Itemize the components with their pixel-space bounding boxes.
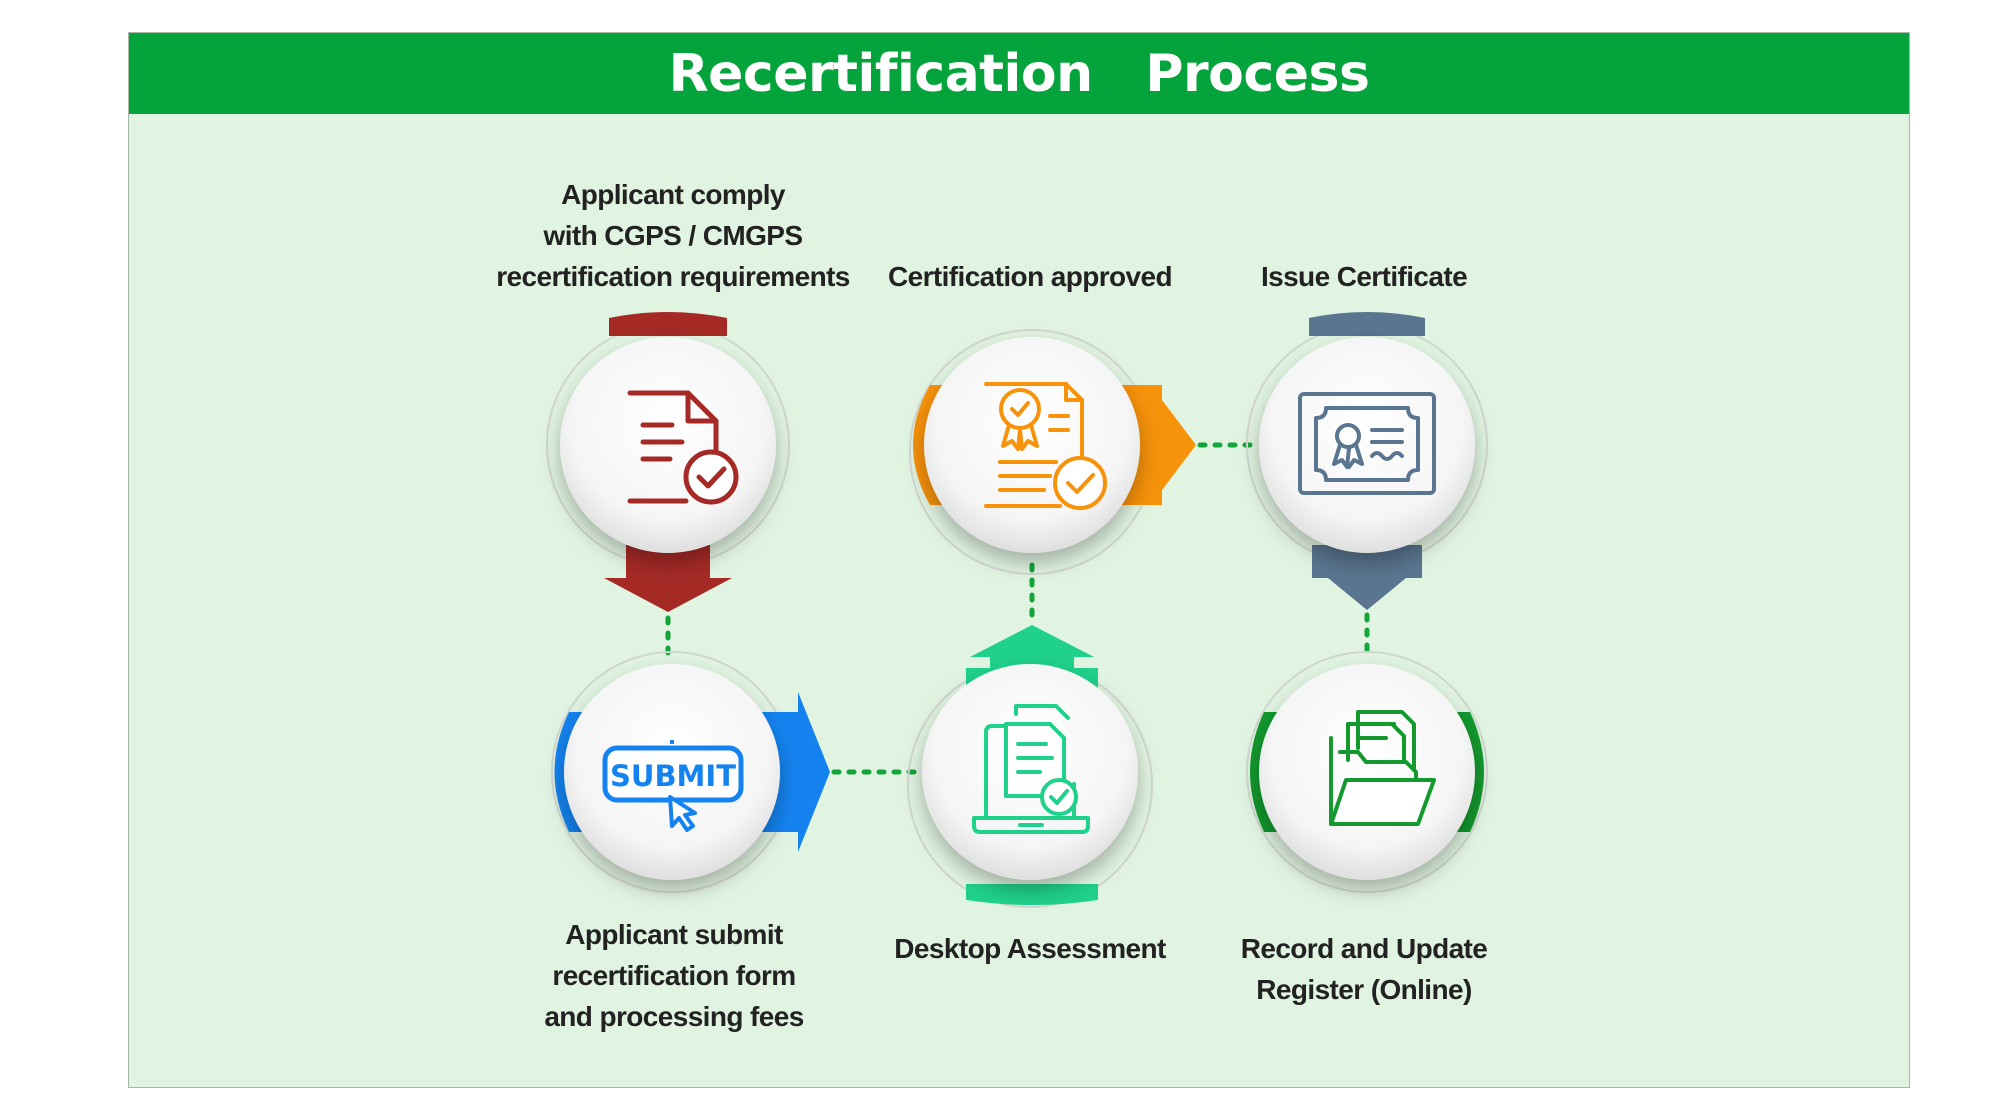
process-panel: Recertification Process: [128, 32, 1910, 1088]
page-title: Recertification Process: [668, 43, 1370, 104]
folder-documents-icon: [1329, 710, 1436, 826]
label-line: with CGPS / CMGPS: [543, 220, 804, 251]
label-line: Applicant submit: [565, 919, 783, 950]
step-approved: [909, 329, 1196, 575]
label-comply: Applicant comply with CGPS / CMGPS recer…: [496, 174, 850, 297]
title-banner: Recertification Process: [129, 33, 1909, 114]
down-arrow: [604, 545, 732, 612]
step-disc: [1259, 664, 1475, 880]
mint-arc-bottom: [966, 884, 1098, 905]
step-issue: [1246, 312, 1488, 610]
label-record: Record and Update Register (Online): [1241, 928, 1488, 1010]
right-arrow: [1120, 385, 1196, 505]
red-arc-top: [609, 312, 727, 336]
right-arrow: [759, 692, 830, 852]
step-desktop: [907, 625, 1153, 908]
step-ring: [1246, 651, 1488, 893]
down-arrow: [1312, 545, 1422, 610]
laptop-document-check-icon: [972, 704, 1090, 834]
label-desktop: Desktop Assessment: [894, 928, 1166, 969]
step-disc: [1259, 337, 1475, 553]
label-approved: Certification approved: [888, 256, 1173, 297]
label-line: recertification form: [552, 960, 796, 991]
label-submit: Applicant submit recertification form an…: [544, 914, 804, 1037]
label-line: Issue Certificate: [1260, 261, 1468, 292]
step-disc: [560, 337, 776, 553]
slate-arc-top: [1309, 312, 1425, 336]
label-line: Certification approved: [888, 261, 1173, 292]
label-line: Record and Update: [1240, 933, 1488, 964]
cursor-icon: [668, 795, 697, 832]
certificate-document-icon: [984, 382, 1107, 510]
label-issue: Issue Certificate: [1260, 256, 1468, 297]
label-line: and processing fees: [544, 1001, 804, 1032]
label-line: recertification requirements: [496, 261, 850, 292]
connectors: [665, 442, 1370, 775]
label-line: Desktop Assessment: [894, 933, 1166, 964]
step-submit: SUBMIT: [551, 651, 830, 893]
certificate-award-icon: [1298, 392, 1436, 495]
submit-icon-text: SUBMIT: [610, 759, 736, 793]
submit-button-icon: SUBMIT: [602, 740, 744, 832]
label-line: Applicant comply: [561, 179, 785, 210]
step-comply: [546, 312, 790, 612]
label-line: Register (Online): [1256, 974, 1472, 1005]
document-check-icon: [627, 390, 739, 505]
step-record: [1246, 651, 1488, 893]
